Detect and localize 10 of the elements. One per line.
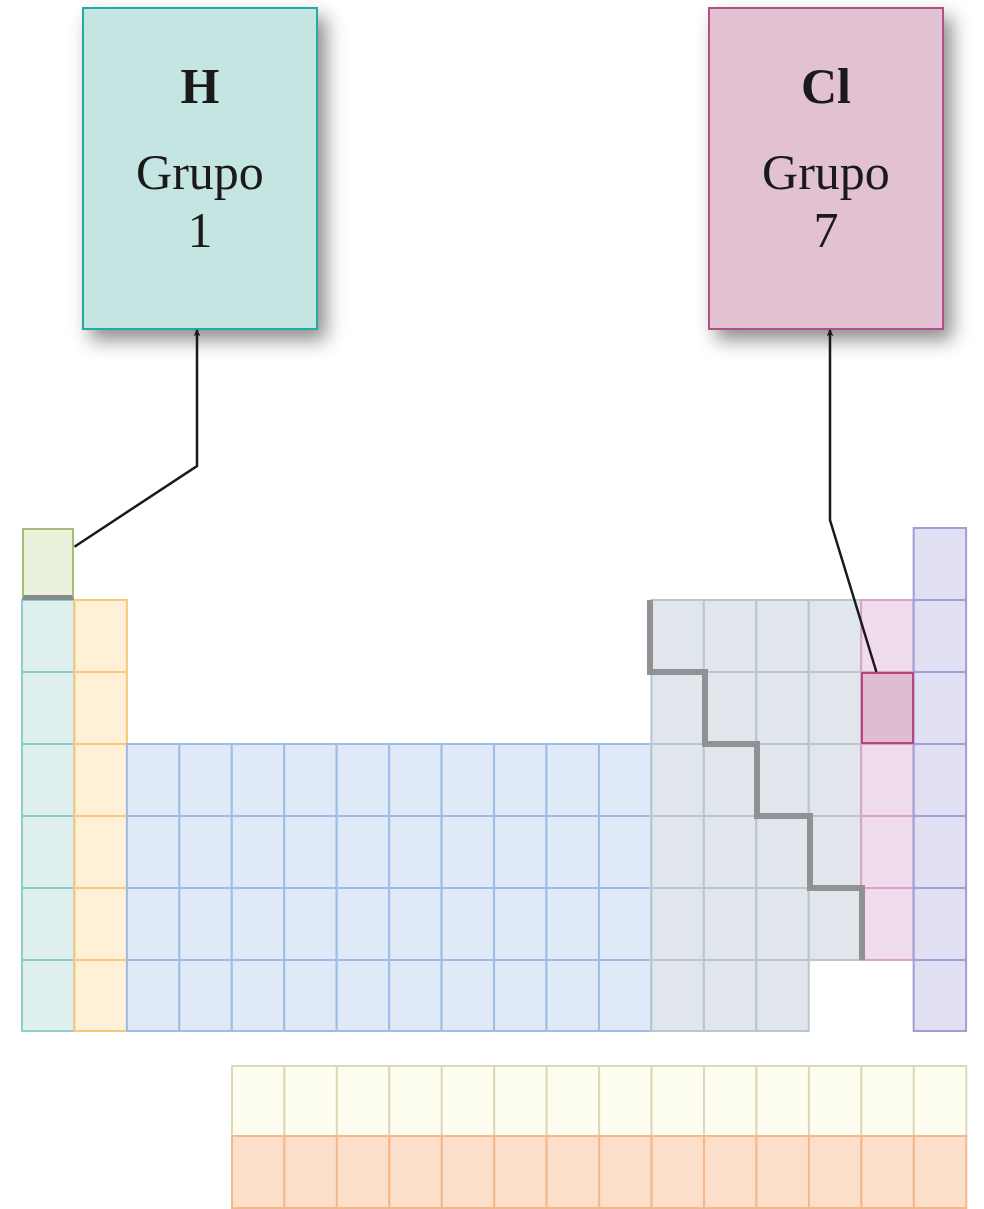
group-label: Grupo 7 <box>761 143 891 259</box>
element-symbol: Cl <box>801 57 851 115</box>
group-card <box>708 7 944 330</box>
element-symbol: H <box>180 57 220 115</box>
element-cell <box>22 528 75 600</box>
element-cell <box>861 672 914 744</box>
arrow <box>73 329 201 548</box>
group-label: Grupo 1 <box>135 143 265 259</box>
group-card <box>82 7 318 330</box>
arrow <box>826 329 878 673</box>
